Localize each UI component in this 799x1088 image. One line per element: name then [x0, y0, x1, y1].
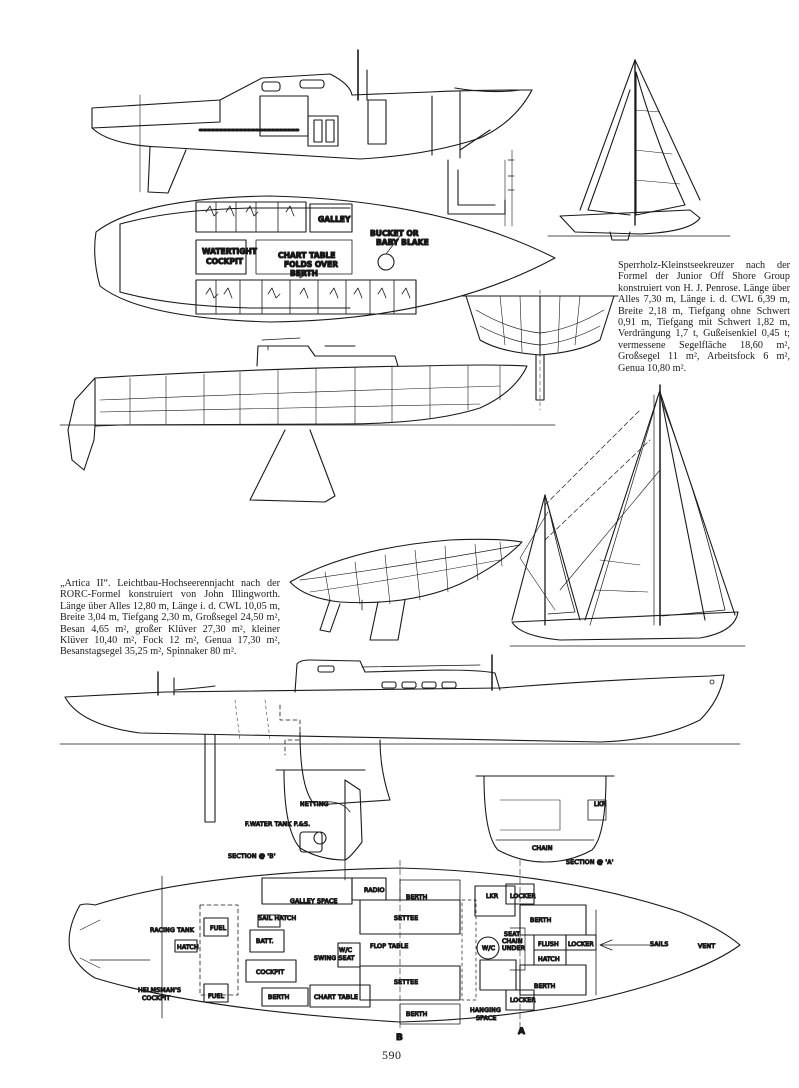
small-yacht-accommodation-plan: GALLEY BUCKET OR BABY BLAKE WATERTIGHT C… — [95, 196, 555, 322]
galley-label: GALLEY — [318, 215, 351, 224]
settee-label-upper: SETTEE — [394, 915, 418, 922]
helmsman-label-2: COCKPIT — [142, 995, 170, 1002]
flush-label: FLUSH — [538, 941, 559, 948]
small-yacht-hull-lines — [60, 338, 555, 502]
berth-label-upper: BERTH — [406, 894, 428, 901]
racing-tank-label: RACING TANK — [150, 927, 195, 934]
chart-table-label-1: CHART TABLE — [278, 251, 335, 260]
sails-label: SAILS — [650, 941, 668, 948]
hatch-label-fwd: HATCH — [538, 956, 560, 963]
chain-under-label-2: UNDER — [502, 945, 526, 952]
locker-label-lower: LOCKER — [510, 997, 536, 1004]
wc-label-aft: W/C — [339, 947, 352, 954]
artica-hull-perspective — [290, 539, 522, 640]
berth-label-lower: BERTH — [406, 1011, 428, 1018]
netting-label: NETTING — [300, 801, 329, 808]
mark-b-label: B — [396, 1033, 403, 1043]
locker-label-upper: LOCKER — [510, 893, 536, 900]
small-yacht-caption: Sperrholz-Kleinstseekreuzer nach der For… — [618, 260, 790, 374]
chart-table-label: CHART TABLE — [314, 994, 358, 1001]
water-tank-label: F.WATER TANK P.&S. — [245, 821, 310, 828]
artica-section-b: NETTING F.WATER TANK P.&S. SECTION @ 'B' — [227, 770, 365, 880]
watertight-label-1: WATERTIGHT — [202, 247, 258, 256]
artica-caption: „Artica II“. Leichtbau-Hochseerennjacht … — [60, 578, 280, 658]
chain-label: CHAIN — [532, 845, 553, 852]
fuel-label-upper: FUEL — [210, 925, 227, 932]
section-lkr-label: LKR — [594, 801, 607, 808]
helmsman-label-1: HELMSMAN'S — [138, 987, 181, 994]
batt-label: BATT. — [256, 938, 274, 945]
seat-label: SEAT — [504, 931, 520, 938]
small-yacht-sail-plan — [548, 60, 730, 240]
small-yacht-body-section — [462, 290, 618, 410]
hanging-label-1: HANGING — [470, 1007, 501, 1014]
chain-under-label-1: CHAIN — [502, 938, 523, 945]
small-yacht-profile-drawing — [92, 50, 532, 226]
wc-label: W/C — [482, 945, 495, 952]
locker-label-mid: LOCKER — [568, 941, 594, 948]
hatch-label-aft: HATCH — [177, 944, 199, 951]
mark-a-label: A — [518, 1027, 525, 1037]
section-b-label: SECTION @ 'B' — [228, 852, 276, 860]
swing-seat-label: SWING SEAT — [314, 955, 355, 962]
radio-label: RADIO — [364, 887, 385, 894]
vent-label: VENT — [698, 943, 715, 950]
section-a-label: SECTION @ 'A' — [566, 858, 614, 866]
galley-space-label: GALLEY SPACE — [290, 898, 338, 905]
artica-profile-drawing — [60, 655, 740, 822]
chart-table-label-2: FOLDS OVER — [284, 260, 338, 269]
bucket-label-1: BUCKET OR — [370, 229, 419, 238]
hanging-label-2: SPACE — [476, 1015, 497, 1022]
lkr-label: LKR — [486, 893, 499, 900]
fuel-label-lower: FUEL — [208, 993, 225, 1000]
berth-label-fwd-lower: BERTH — [534, 983, 556, 990]
artica-accommodation-plan: GALLEY SPACE RADIO BERTH LKR LOCKER BERT… — [69, 860, 740, 1044]
artica-section-a: LKR CHAIN SECTION @ 'A' — [476, 776, 614, 867]
artica-sail-plan — [510, 385, 745, 646]
sail-hatch-label: SAIL HATCH — [258, 915, 296, 922]
page-number: 590 — [382, 1048, 402, 1062]
chart-table-label-3: BERTH — [290, 269, 318, 278]
settee-label-lower: SETTEE — [394, 979, 418, 986]
flop-table-label: FLOP TABLE — [370, 943, 409, 950]
watertight-label-2: COCKPIT — [206, 257, 244, 266]
berth-label-aft: BERTH — [268, 994, 290, 1001]
cockpit-label: COCKPIT — [256, 969, 284, 976]
berth-label-fwd-upper: BERTH — [530, 917, 552, 924]
bucket-label-2: BABY BLAKE — [376, 238, 429, 247]
